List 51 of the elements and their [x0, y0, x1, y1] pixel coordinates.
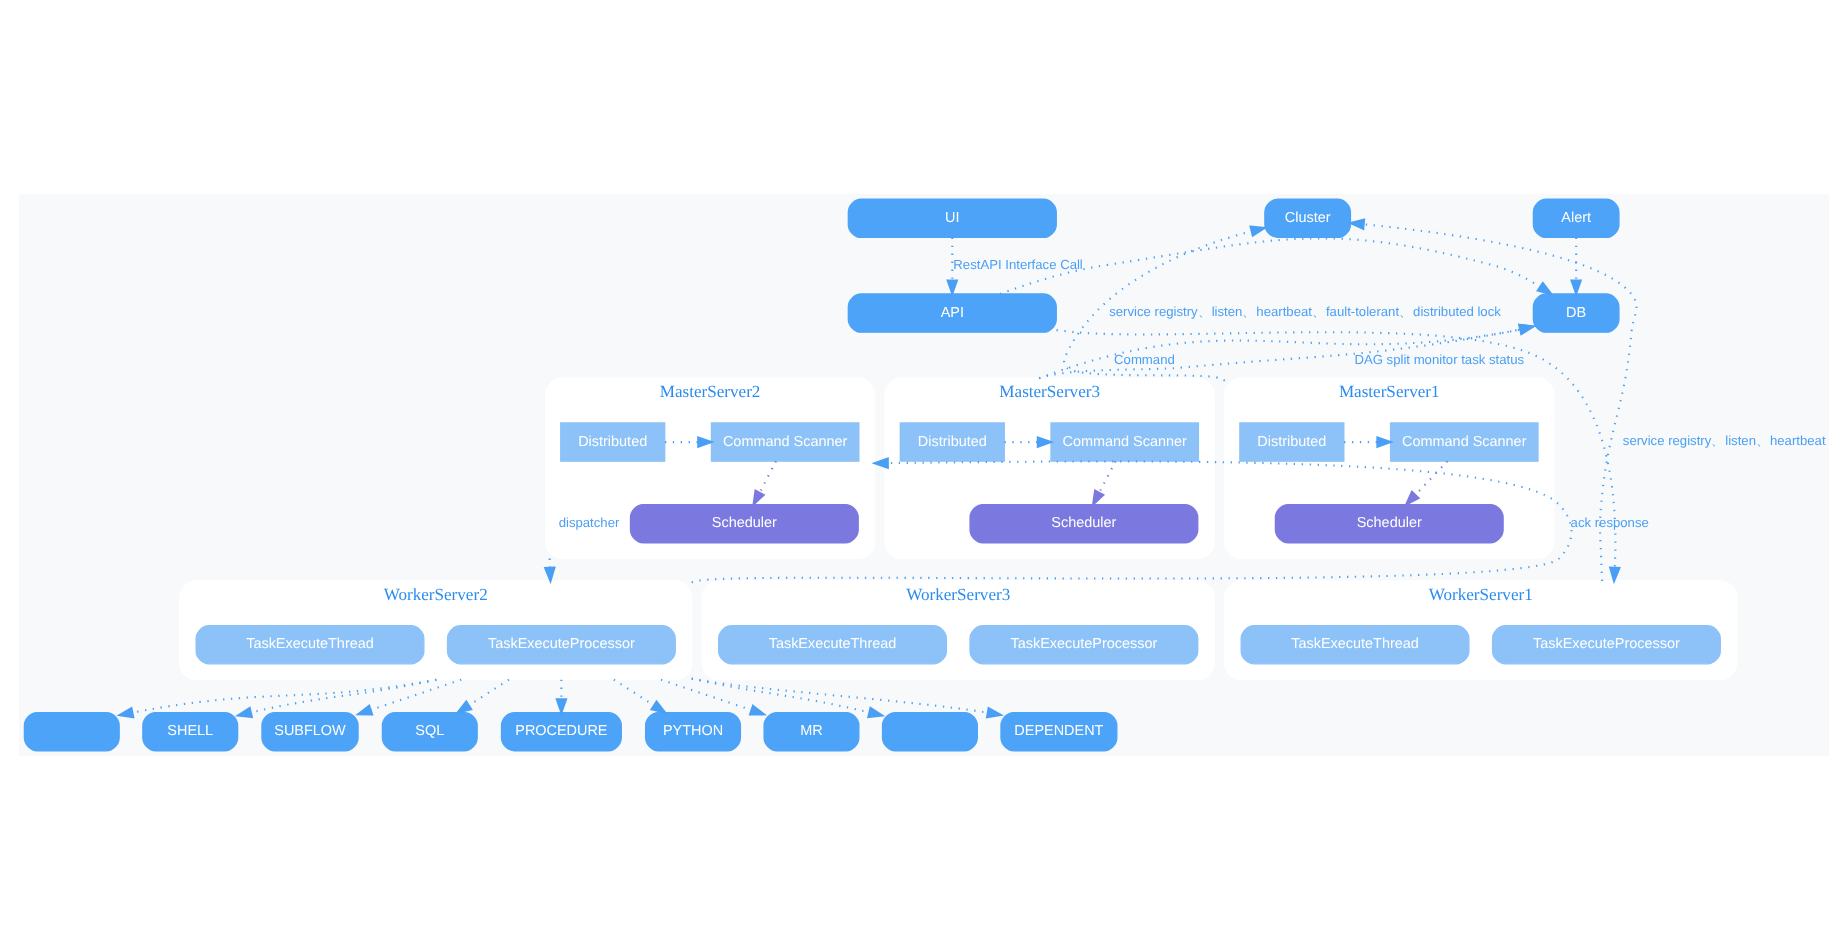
arrow: [1063, 225, 1268, 382]
arrow: [660, 678, 767, 716]
arrow: [691, 677, 1004, 719]
node-box: TaskExecuteThread: [718, 625, 948, 665]
arrow: [555, 679, 568, 716]
node-box: TaskExecuteThread: [1240, 625, 1470, 665]
arrow: [116, 678, 437, 719]
node-box: Alert: [1532, 198, 1620, 239]
node-box: TaskExecuteProcessor: [446, 625, 676, 665]
arrow: [691, 677, 886, 719]
arrow: [1404, 460, 1449, 507]
arrow: [752, 460, 777, 508]
arrow: [1004, 436, 1055, 449]
arrow: [999, 237, 1554, 296]
node-box: UI: [847, 198, 1057, 239]
node-box: [23, 711, 120, 752]
arrow: [946, 237, 959, 297]
node-box: Scheduler: [1274, 503, 1504, 544]
node-box: SHELL: [142, 711, 239, 752]
node-box: PROCEDURE: [500, 711, 622, 752]
node-box: DEPENDENT: [1000, 711, 1118, 752]
node-box: Distributed: [899, 422, 1005, 462]
node-box: SQL: [381, 711, 478, 752]
arrow: [613, 678, 668, 715]
node-box: Command Scanner: [1389, 422, 1539, 462]
arrow: [1570, 237, 1583, 297]
arrow: [1056, 329, 1621, 585]
node-box: Scheduler: [969, 503, 1199, 544]
node-box: API: [847, 293, 1057, 333]
node-box: Distributed: [560, 422, 666, 462]
arrow: [691, 456, 1573, 584]
node-box: Cluster: [1264, 198, 1352, 239]
arrow: [1344, 436, 1394, 449]
node-box: [881, 711, 978, 752]
arrow: [1347, 218, 1638, 581]
node-box: MR: [763, 711, 860, 752]
arrow: [454, 678, 510, 715]
node-box: TaskExecuteThread: [195, 625, 425, 665]
node-box: Scheduler: [629, 503, 859, 544]
node-box: SUBFLOW: [261, 711, 359, 752]
arrow: [234, 678, 437, 719]
node-box: Command Scanner: [1050, 422, 1200, 462]
node-box: Distributed: [1239, 422, 1345, 462]
node-box: TaskExecuteProcessor: [1491, 625, 1721, 665]
node-box: PYTHON: [644, 711, 742, 752]
node-box: DB: [1532, 293, 1620, 333]
arrow: [664, 436, 715, 449]
node-box: Command Scanner: [710, 422, 860, 462]
arrow: [355, 678, 462, 716]
node-box: TaskExecuteProcessor: [969, 625, 1199, 665]
arrow: [1091, 460, 1117, 508]
